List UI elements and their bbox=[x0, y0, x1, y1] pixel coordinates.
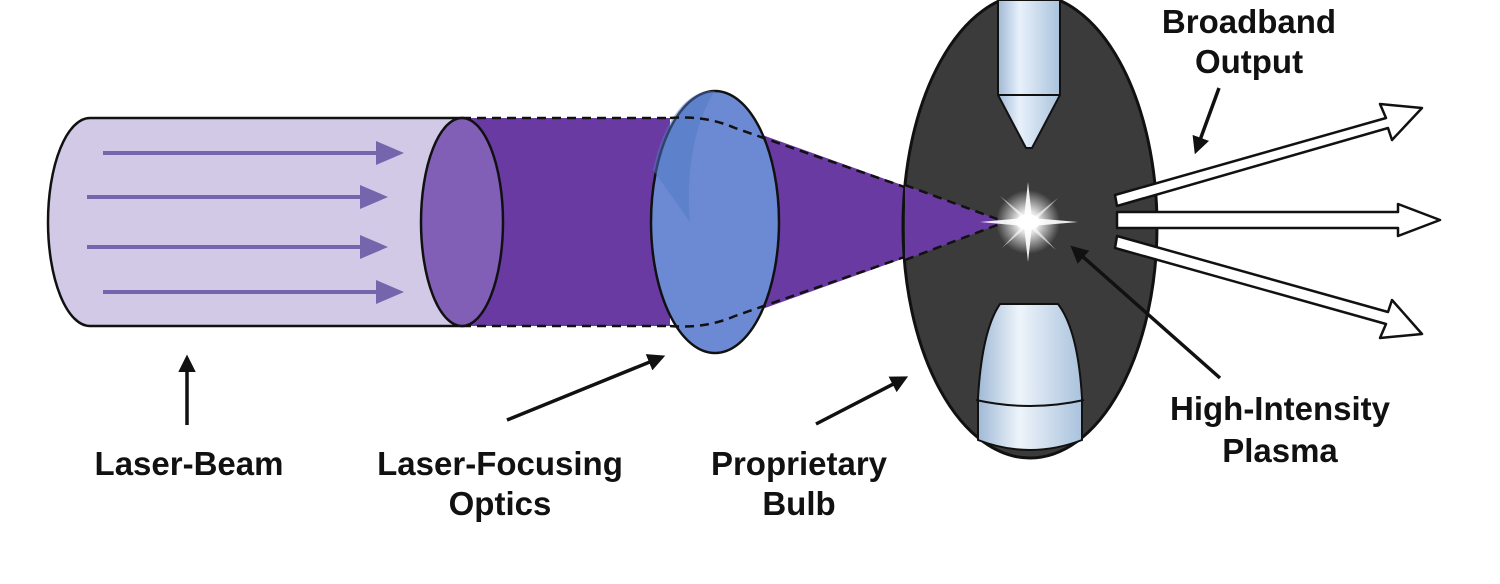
cone-inside-edge-bottom bbox=[904, 220, 1006, 262]
output-arrow-icon-lower bbox=[1113, 234, 1424, 340]
laser-beam-tube bbox=[46, 116, 464, 328]
label-output-line2: Output bbox=[1195, 43, 1303, 80]
beam-collimated bbox=[462, 118, 670, 326]
label-plasma-line2: Plasma bbox=[1222, 432, 1338, 469]
label-focusing-optics-line2: Optics bbox=[449, 485, 552, 522]
bottom-electrode bbox=[977, 303, 1083, 451]
label-focusing-optics-line1: Laser-Focusing bbox=[377, 445, 623, 482]
cone-inside-edge-top bbox=[904, 183, 1006, 224]
cone-edge-bottom bbox=[669, 220, 1006, 328]
labels: Laser-Beam Laser-Focusing Optics Proprie… bbox=[95, 3, 1391, 522]
output-arrow-icon-middle bbox=[1115, 202, 1442, 238]
label-bulb-line1: Proprietary bbox=[711, 445, 888, 482]
beam-end-face bbox=[419, 116, 505, 328]
pointer-arrows bbox=[178, 87, 1222, 426]
pointer-arrow-icon-bulb bbox=[815, 376, 909, 426]
label-laser-beam: Laser-Beam bbox=[95, 445, 284, 482]
lens-shade bbox=[653, 90, 715, 222]
label-plasma-line1: High-Intensity bbox=[1170, 390, 1391, 427]
beam-arrows bbox=[87, 141, 404, 304]
plasma-star-icon bbox=[980, 182, 1078, 262]
tube-body bbox=[46, 116, 464, 328]
label-output-line1: Broadband bbox=[1162, 3, 1336, 40]
beam-arrowhead-4 bbox=[376, 280, 404, 304]
cone-inside-bulb bbox=[905, 185, 1005, 260]
label-bulb-line2: Bulb bbox=[762, 485, 835, 522]
pointer-arrow-icon-optics bbox=[506, 354, 666, 422]
proprietary-bulb bbox=[901, 0, 1159, 460]
output-arrow-icon-upper bbox=[1113, 102, 1424, 208]
pointer-arrow-icon-output bbox=[1192, 87, 1221, 155]
focus-cone bbox=[715, 118, 1005, 326]
output-arrows bbox=[1113, 102, 1442, 340]
bottom-electrode-ring bbox=[975, 399, 1085, 407]
pointer-arrow-icon-plasma bbox=[1070, 245, 1222, 380]
cone-edge-top bbox=[669, 116, 1006, 224]
beam-arrowhead-1 bbox=[376, 141, 404, 165]
beam-arrowhead-3 bbox=[360, 235, 388, 259]
beam-arrowhead-2 bbox=[360, 185, 388, 209]
